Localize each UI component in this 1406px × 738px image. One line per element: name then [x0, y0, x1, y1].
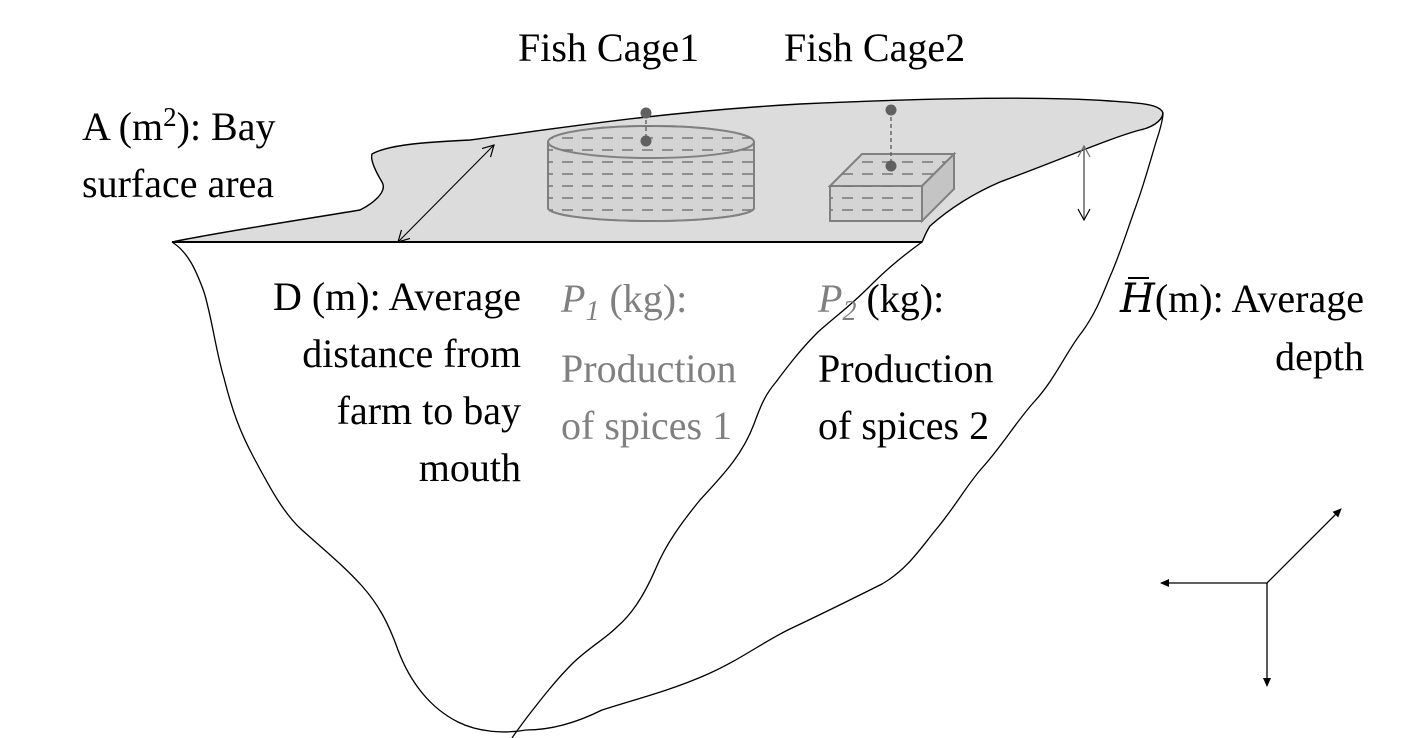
depth-label: H(m): Average depth: [1120, 270, 1364, 385]
area-label-prefix: A (m: [82, 104, 164, 149]
p2-symbol: P: [818, 276, 843, 321]
p1-line2: Production: [561, 346, 737, 391]
depth-symbol: H: [1120, 271, 1155, 328]
coordinate-axes: [1160, 508, 1342, 687]
p2-line3: of spices 2: [818, 403, 990, 448]
fish-cage1-cylinder: [547, 107, 755, 222]
distance-arrow: [397, 144, 495, 243]
p1-label: P1 (kg): Production of spices 1: [561, 270, 737, 454]
p1-line3: of spices 1: [561, 403, 733, 448]
depth-unit: (m): Average: [1154, 276, 1364, 321]
area-label: A (m2): Bay surface area: [82, 89, 276, 212]
fish-cage2-box: [827, 104, 957, 224]
p2-line2: Production: [818, 346, 994, 391]
distance-label-line2: distance from: [302, 331, 521, 376]
distance-label-line3: farm to bay: [336, 388, 521, 433]
p2-unit: (kg):: [856, 276, 945, 321]
p2-label: P2 (kg): Production of spices 2: [818, 270, 994, 454]
distance-label-line4: mouth: [418, 445, 521, 490]
area-label-suffix: ): Bay: [176, 104, 276, 149]
fish-cage1-label: Fish Cage1: [518, 25, 700, 70]
p1-unit: (kg):: [599, 276, 688, 321]
depth-symbol-letter: H: [1119, 276, 1155, 322]
distance-label-line1: D (m): Average: [272, 274, 521, 319]
bay-depth-profile: [511, 241, 923, 738]
depth-symbol-bar: [1127, 277, 1149, 279]
area-label-line2: surface area: [82, 161, 275, 206]
distance-label: D (m): Average distance from farm to bay…: [273, 268, 521, 496]
depth-line2: depth: [1275, 334, 1364, 379]
p1-symbol: P: [561, 276, 586, 321]
bay-volume-outline: [171, 112, 1164, 733]
fish-cage2-label: Fish Cage2: [784, 25, 966, 70]
p1-subscript: 1: [585, 296, 600, 327]
p2-subscript: 2: [842, 296, 857, 327]
area-label-exponent: 2: [163, 102, 177, 132]
